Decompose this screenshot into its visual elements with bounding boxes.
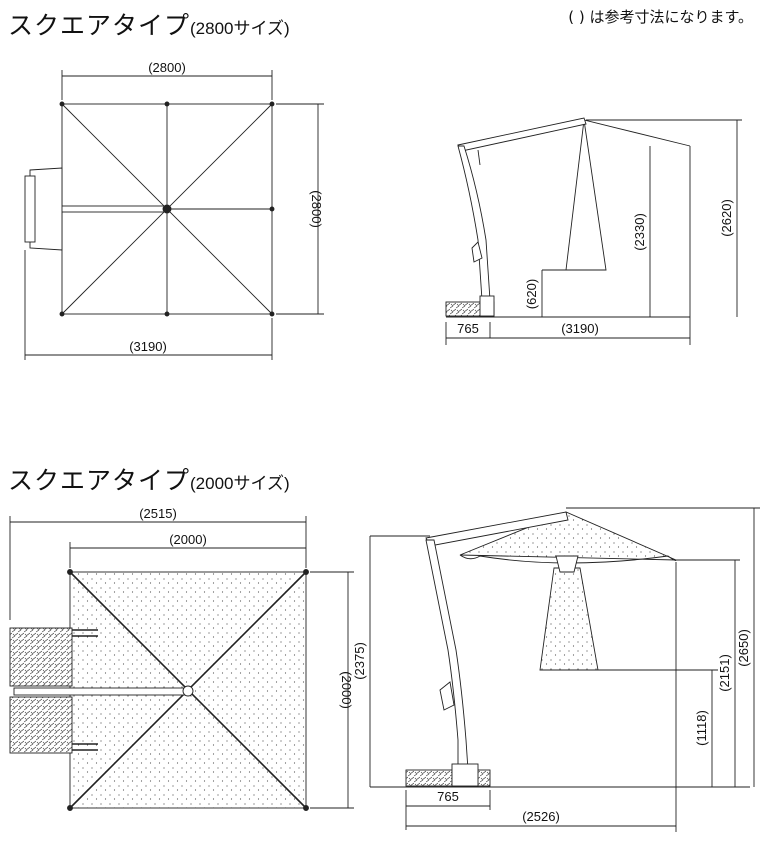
dim-h-low: (1118) [694, 710, 709, 746]
title-text: スクエアタイプ [8, 11, 191, 40]
elevation-view-2800 [445, 117, 742, 345]
dim-h-top: (2650) [736, 629, 751, 667]
dim-side-height: (2000) [339, 671, 354, 709]
title-size: (2800サイズ) [190, 19, 290, 38]
dim-h-mid: (2151) [717, 654, 732, 692]
title-size: (2000サイズ) [190, 474, 290, 493]
dim-base: 765 [437, 789, 459, 804]
plan-view-2000 [9, 516, 354, 811]
dim-bottom-width: (3190) [129, 339, 167, 354]
dim-h2: (2620) [719, 199, 734, 237]
dim-outer-width: (2515) [139, 506, 177, 521]
dim-top-width: (2800) [148, 60, 186, 75]
dim-base: 765 [457, 321, 479, 336]
hub [162, 204, 172, 214]
reference-dimension-note: ( ) は参考寸法になります。 [568, 8, 753, 26]
elevation-view-2000 [369, 507, 760, 832]
section-title-2000: スクエアタイプ(2000サイズ) [8, 461, 290, 497]
title-text: スクエアタイプ [8, 466, 191, 495]
dim-h1: (2330) [632, 213, 647, 251]
section-title-2800: スクエアタイプ(2800サイズ) [8, 6, 290, 42]
plan-view-2800 [24, 70, 324, 360]
dim-span: (3190) [561, 321, 599, 336]
dim-span: (2526) [522, 809, 560, 824]
dim-side-height: (2800) [309, 190, 324, 228]
dim-h-total: (2375) [352, 642, 367, 680]
dim-h3: (620) [524, 279, 539, 309]
dim-inner-width: (2000) [169, 532, 207, 547]
